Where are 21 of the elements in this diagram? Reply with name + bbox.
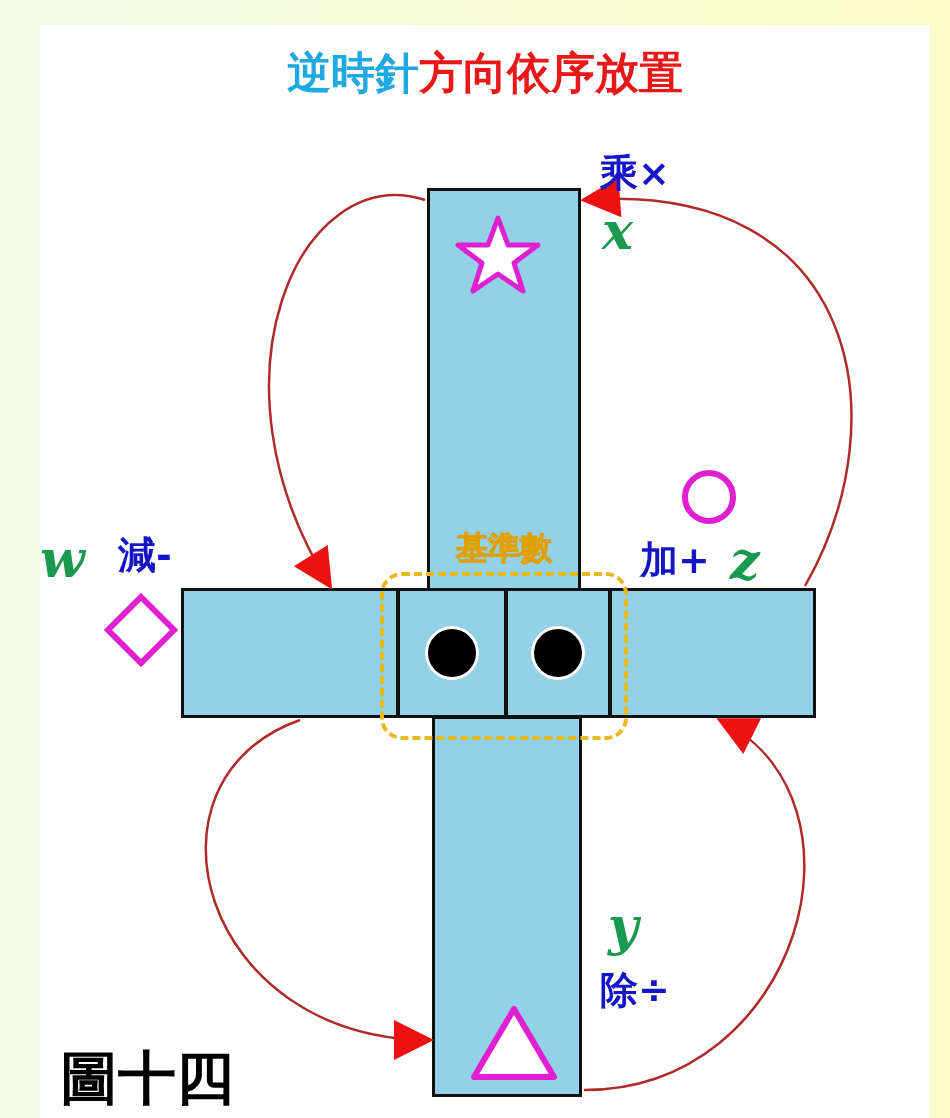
center-square (397, 588, 507, 718)
cross-arm (427, 188, 581, 518)
operation-label: 減- (118, 532, 172, 579)
cross-arm (181, 588, 399, 718)
operation-label: 乘× (600, 150, 670, 197)
title: 逆時針方向依序放置 (286, 46, 684, 100)
curved-arrow (205, 718, 434, 1057)
variable-letter: y (608, 895, 639, 956)
curved-arrow (267, 194, 426, 590)
variable-letter: x (602, 200, 633, 261)
caption: 圖十四 (60, 1043, 234, 1114)
operation-label: 除÷ (600, 967, 670, 1014)
cross-arm (609, 588, 816, 718)
group-title: 基準數 (427, 515, 581, 591)
variable-letter: z (730, 530, 760, 591)
operation-label: 加+ (640, 537, 710, 584)
variable-letter: w (40, 528, 85, 589)
curved-arrow (580, 180, 853, 587)
center-square (505, 588, 611, 718)
curved-arrow (583, 717, 805, 1092)
cross-arm (432, 716, 582, 1097)
